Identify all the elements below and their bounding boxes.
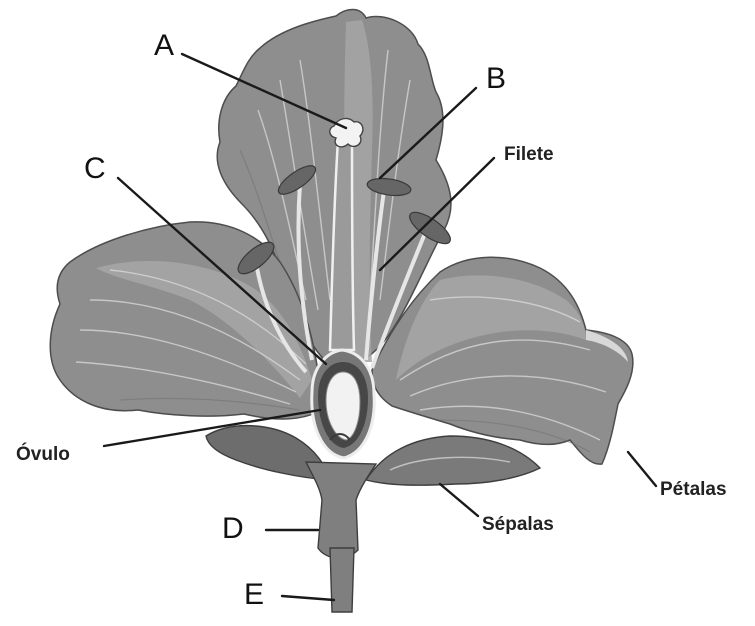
labels: A B Filete C Óvulo Pétalas Sépalas D E [16, 29, 727, 611]
receptacle [304, 461, 378, 613]
label-D: D [222, 512, 244, 545]
stamens [237, 165, 451, 374]
pedicel [329, 547, 355, 613]
label-E: E [244, 578, 264, 611]
leader-ovulo [102, 408, 322, 448]
right-petal [371, 256, 634, 465]
pistil [328, 117, 364, 352]
leader-C [116, 176, 328, 366]
label-petalas: Pétalas [660, 479, 727, 500]
label-A: A [154, 29, 174, 62]
label-C: C [84, 152, 106, 185]
anther [277, 165, 317, 195]
leader-sepalas [438, 482, 480, 518]
label-B: B [486, 62, 506, 95]
anther [409, 211, 451, 245]
leader-E [280, 594, 336, 602]
leader-B [378, 86, 478, 180]
leader-lines [102, 52, 658, 602]
leader-petalas [626, 450, 658, 488]
label-ovulo: Óvulo [16, 443, 70, 465]
anther [366, 177, 412, 197]
anther [237, 241, 275, 275]
leader-filete [378, 156, 496, 272]
label-filete: Filete [504, 144, 554, 165]
leader-A [180, 52, 348, 130]
ovary [310, 348, 376, 460]
label-sepalas: Sépalas [482, 514, 554, 535]
